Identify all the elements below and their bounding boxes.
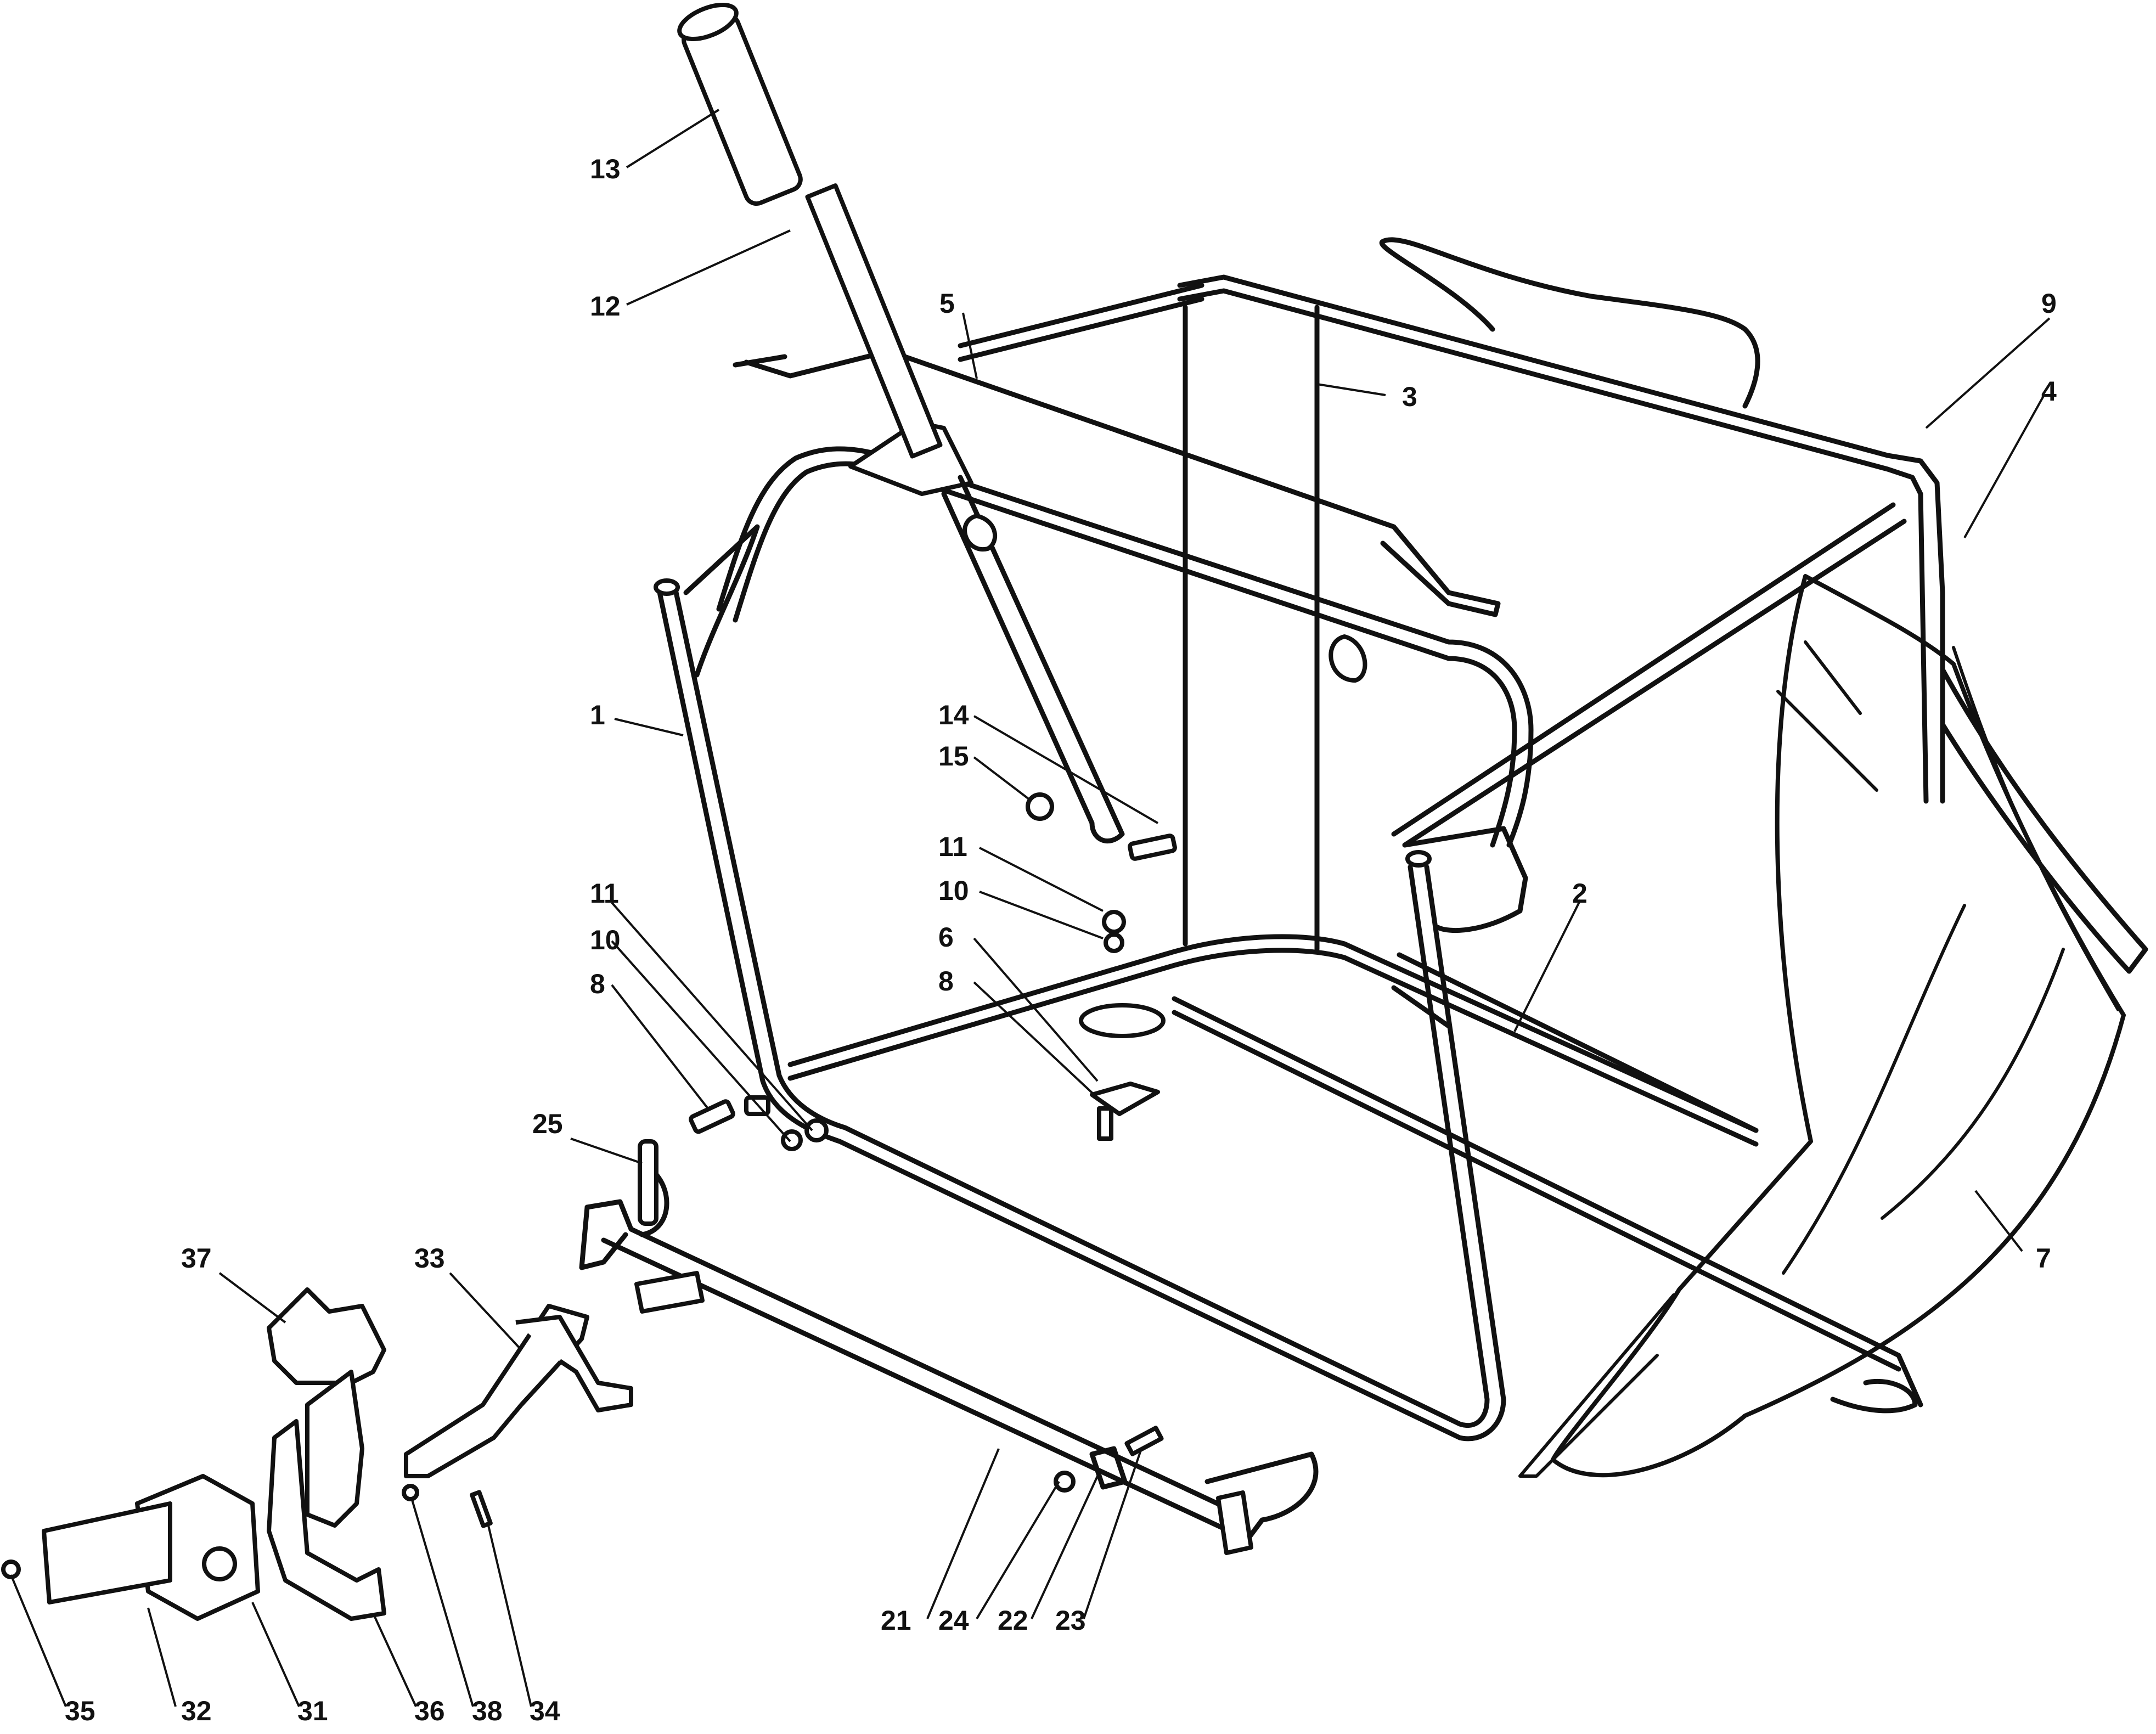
callout-10-center: 10 [938, 875, 969, 906]
callout-11-left: 11 [590, 878, 619, 909]
callout-35: 35 [65, 1696, 95, 1726]
callout-33: 33 [414, 1243, 445, 1274]
callout-13: 13 [590, 154, 621, 184]
callout-15: 15 [938, 741, 969, 772]
bag-side-left [683, 524, 760, 678]
callout-21: 21 [881, 1605, 911, 1636]
callout-6: 6 [938, 922, 954, 953]
lever-assembly [677, 2, 1534, 848]
callout-34: 34 [530, 1696, 560, 1726]
callout-2: 2 [1572, 878, 1588, 909]
hardware-center [1026, 792, 1177, 1141]
callout-5: 5 [939, 288, 955, 319]
upper-frame [958, 274, 2148, 974]
callout-3: 3 [1402, 381, 1417, 412]
callout-11-center: 11 [938, 831, 967, 862]
callout-24: 24 [938, 1605, 969, 1636]
callout-12: 12 [590, 291, 621, 322]
callout-38: 38 [472, 1696, 503, 1726]
back-supports [1183, 305, 1320, 952]
callout-32: 32 [181, 1696, 212, 1726]
callout-23: 23 [1055, 1605, 1086, 1636]
callout-22: 22 [998, 1605, 1028, 1636]
callout-4: 4 [2041, 376, 2057, 407]
callout-31: 31 [297, 1696, 328, 1726]
callout-7: 7 [2036, 1243, 2051, 1274]
callout-1: 1 [590, 700, 605, 730]
hardware-left [689, 1095, 829, 1151]
callouts: 13 12 5 3 9 4 1 14 15 11 10 6 8 11 10 8 … [10, 109, 2057, 1726]
control-housing [1, 1287, 633, 1621]
callout-36: 36 [414, 1696, 445, 1726]
callout-10-left: 10 [590, 925, 621, 955]
rear-handle [1379, 237, 1760, 409]
lower-frame [787, 934, 1923, 1414]
callout-37: 37 [181, 1243, 212, 1274]
callout-8-left: 8 [590, 969, 605, 999]
front-frame [654, 578, 1506, 1442]
callout-9: 9 [2041, 288, 2057, 319]
callout-14: 14 [938, 700, 969, 730]
callout-8-center: 8 [938, 966, 954, 997]
callout-25: 25 [532, 1108, 563, 1139]
spring-rod-assembly [579, 1139, 1319, 1555]
